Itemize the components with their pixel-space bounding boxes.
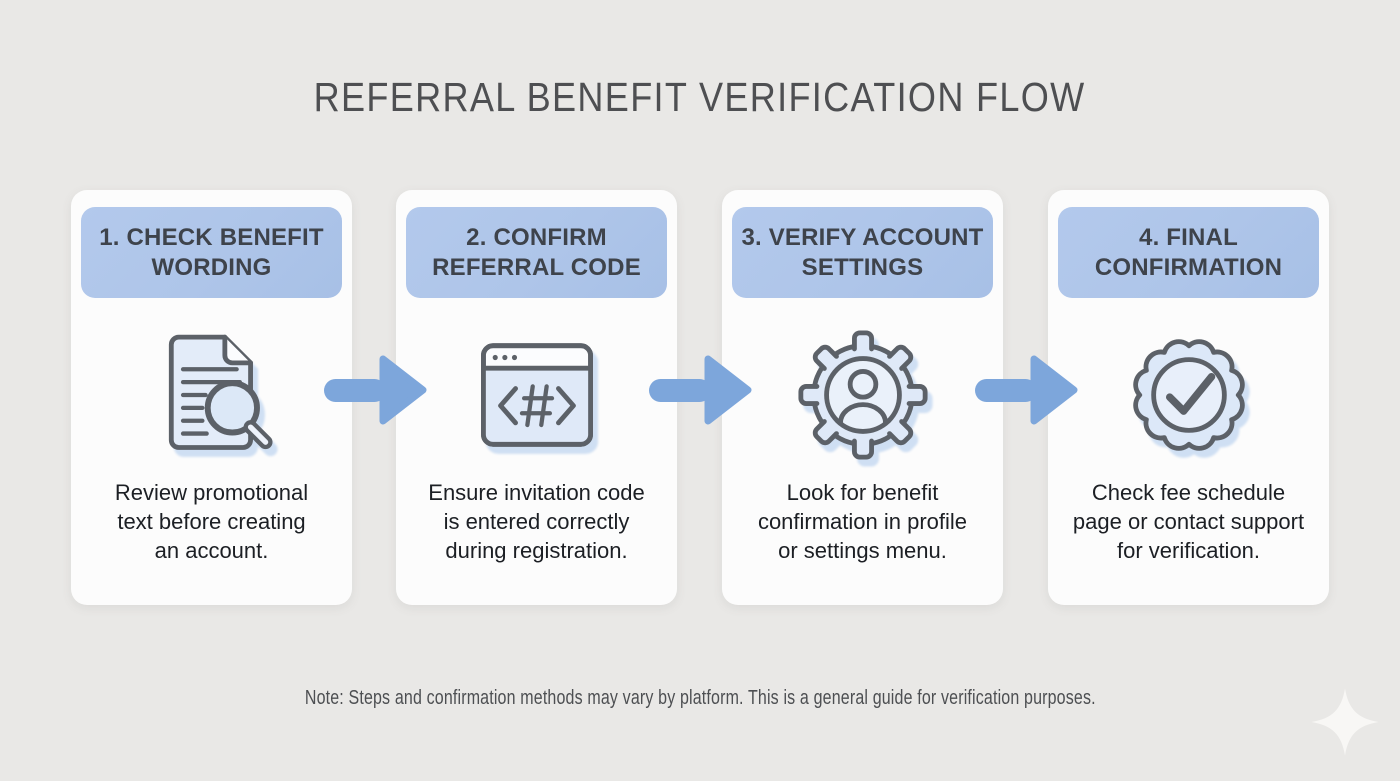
step-2-title: 2. CONFIRM REFERRAL CODE xyxy=(432,223,641,281)
browser-code-icon xyxy=(396,320,677,470)
step-card-1: 1. CHECK BENEFIT WORDING Review prom xyxy=(71,190,352,605)
flow-arrow-1-icon xyxy=(321,355,428,425)
sparkle-icon xyxy=(1310,687,1380,757)
step-2-header-badge: 2. CONFIRM REFERRAL CODE xyxy=(406,207,667,298)
gear-user-icon xyxy=(722,320,1003,470)
footer-note: Note: Steps and confirmation methods may… xyxy=(0,684,1400,714)
step-1-header-badge: 1. CHECK BENEFIT WORDING xyxy=(81,207,342,298)
step-3-title: 3. VERIFY ACCOUNT SETTINGS xyxy=(741,223,984,281)
flow-arrow-2-icon xyxy=(646,355,753,425)
step-card-4: 4. FINAL CONFIRMATION Check fee schedule… xyxy=(1048,190,1329,605)
step-3-description: Look for benefit confirmation in profile… xyxy=(757,480,968,563)
step-2-description: Ensure invitation code is entered correc… xyxy=(428,480,645,563)
step-1-description: Review promotional text before creating … xyxy=(114,480,309,563)
step-4-description: Check fee schedule page or contact suppo… xyxy=(1072,480,1305,563)
step-4-header-badge: 4. FINAL CONFIRMATION xyxy=(1058,207,1319,298)
step-3-header-badge: 3. VERIFY ACCOUNT SETTINGS xyxy=(732,207,993,298)
page-title-text: REFERRAL BENEFIT VERIFICATION FLOW xyxy=(314,74,1086,120)
step-card-3: 3. VERIFY ACCOUNT SETTINGS Look for bene… xyxy=(722,190,1003,605)
footer-note-text: Note: Steps and confirmation methods may… xyxy=(304,687,1096,709)
page-title: REFERRAL BENEFIT VERIFICATION FLOW xyxy=(0,74,1400,123)
document-magnifier-icon xyxy=(71,320,352,470)
badge-check-icon xyxy=(1048,320,1329,470)
step-4-title: 4. FINAL CONFIRMATION xyxy=(1094,223,1283,281)
step-card-2: 2. CONFIRM REFERRAL CODE xyxy=(396,190,677,605)
step-1-title: 1. CHECK BENEFIT WORDING xyxy=(99,223,324,281)
flow-arrow-3-icon xyxy=(972,355,1079,425)
